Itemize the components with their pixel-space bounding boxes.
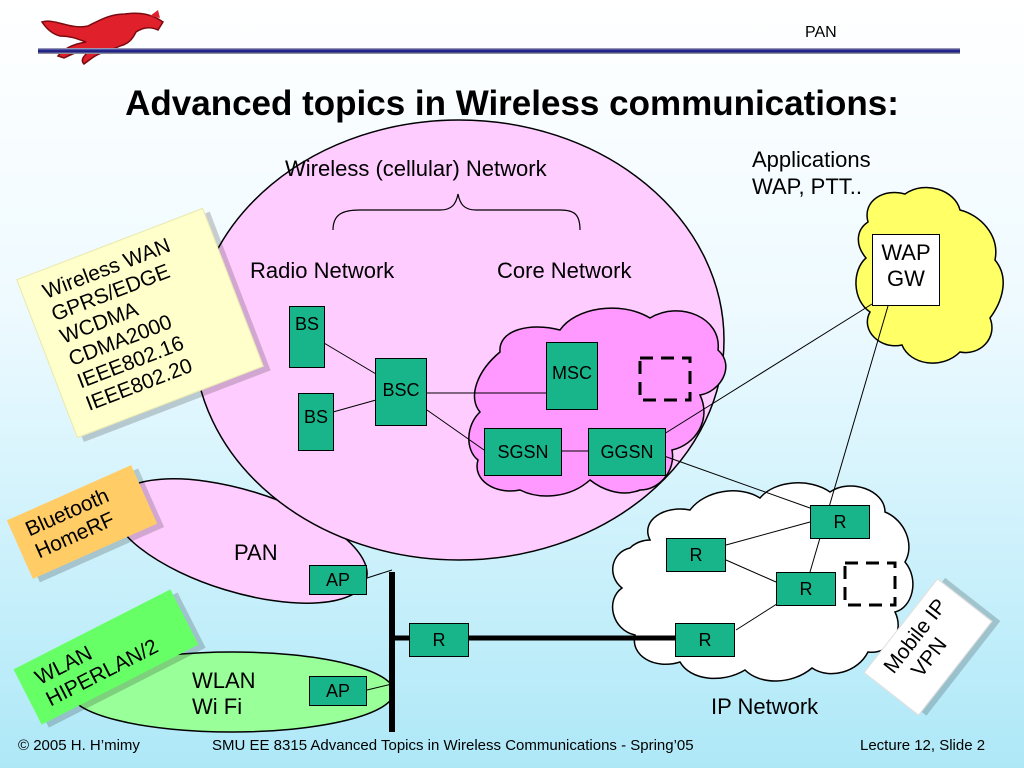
applications-label-line1: Applications: [752, 147, 871, 172]
wap-gateway-label-line1: WAP: [881, 240, 931, 265]
bs-node-2[interactable]: BS: [298, 393, 334, 451]
slide-title: Advanced topics in Wireless communicatio…: [125, 84, 899, 123]
router-ip-bottom[interactable]: R: [675, 623, 735, 657]
router-ip-right-label: R: [799, 578, 813, 599]
router-ip-left[interactable]: R: [666, 538, 726, 572]
router-ip-bottom-label: R: [698, 629, 712, 650]
wap-gateway-node[interactable]: WAP GW: [872, 234, 940, 306]
footer-copyright: © 2005 H. H’mimy: [18, 737, 140, 754]
router-ip-right[interactable]: R: [776, 572, 836, 606]
network-brace: [332, 193, 581, 231]
ggsn-node-label: GGSN: [600, 441, 654, 462]
header-rule: [38, 48, 960, 54]
bs-node-1-label: BS: [294, 313, 319, 334]
router-ip-left-label: R: [689, 544, 703, 565]
ggsn-node[interactable]: GGSN: [588, 428, 666, 476]
ap-pan-node[interactable]: AP: [309, 565, 367, 595]
mustang-logo-icon: [40, 10, 165, 65]
msc-node[interactable]: MSC: [546, 342, 598, 410]
bsc-node[interactable]: BSC: [375, 358, 427, 426]
dashed-placeholder-core: [638, 356, 692, 402]
bs-node-1[interactable]: BS: [289, 306, 325, 368]
wlan-label-line2: Wi Fi: [192, 694, 243, 719]
router-center-label: R: [432, 629, 446, 650]
footer-slide-number: Lecture 12, Slide 2: [860, 737, 986, 754]
router-center[interactable]: R: [409, 623, 469, 657]
ap-wlan-node[interactable]: AP: [309, 676, 367, 706]
applications-label: Applications WAP, PTT..: [752, 146, 871, 200]
radio-network-label: Radio Network: [250, 258, 395, 283]
ap-pan-label: AP: [325, 569, 350, 590]
dashed-placeholder-ip: [843, 561, 897, 607]
pan-label: PAN: [234, 540, 278, 565]
ap-wlan-label: AP: [325, 680, 350, 701]
ip-network-label: IP Network: [711, 694, 819, 719]
router-ip-top-label: R: [833, 511, 847, 532]
wlan-label-line1: WLAN: [192, 668, 256, 693]
wap-gateway-label-line2: GW: [887, 266, 925, 291]
router-ip-top[interactable]: R: [810, 505, 870, 539]
footer-course: SMU EE 8315 Advanced Topics in Wireless …: [212, 737, 694, 754]
header-label: PAN: [805, 24, 837, 41]
sgsn-node-label: SGSN: [497, 441, 549, 462]
bsc-node-label: BSC: [382, 379, 420, 400]
bs-node-2-label: BS: [303, 406, 328, 427]
sgsn-node[interactable]: SGSN: [484, 428, 562, 476]
msc-node-label: MSC: [552, 362, 592, 383]
wlan-label: WLAN Wi Fi: [192, 668, 256, 720]
cellular-network-label: Wireless (cellular) Network: [285, 156, 547, 181]
core-network-label: Core Network: [497, 258, 632, 283]
applications-label-line2: WAP, PTT..: [752, 174, 863, 199]
